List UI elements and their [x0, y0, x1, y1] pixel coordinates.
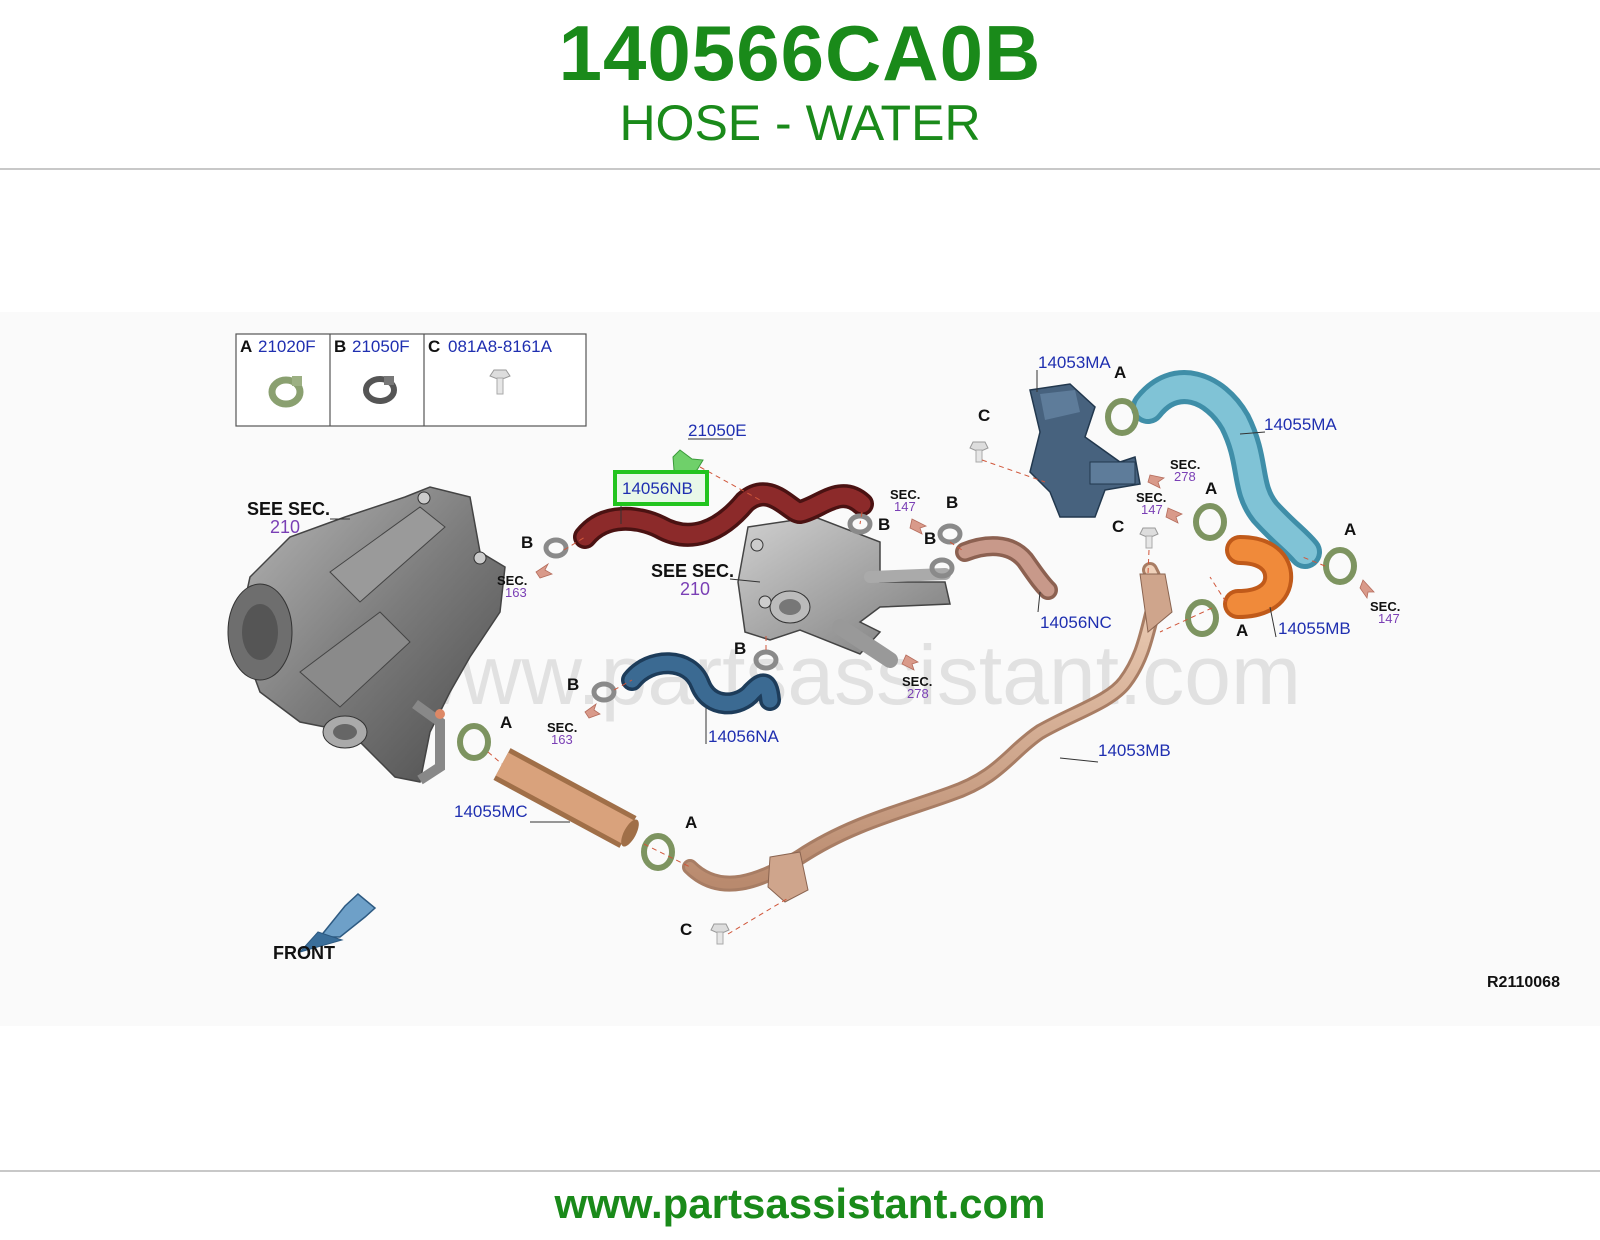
callout-21050E[interactable]: 21050E [688, 421, 747, 440]
legend-part-b: 21050F [352, 337, 410, 356]
sec-label-3: SEC. [890, 487, 920, 502]
callout-14053MA[interactable]: 14053MA [1038, 353, 1111, 372]
part-number: 140566CA0B [558, 9, 1042, 97]
leader-lines [330, 370, 1277, 823]
letter-a-2: A [1205, 479, 1217, 498]
callout-14053MB[interactable]: 14053MB [1098, 741, 1171, 760]
letter-b-2: B [878, 515, 890, 534]
see-sec-center-number[interactable]: 210 [680, 579, 710, 599]
sec-label-7: SEC. [1370, 599, 1400, 614]
header-divider [0, 168, 1600, 170]
callout-14055MC[interactable]: 14055MC [454, 802, 528, 821]
letter-a-3: A [1344, 520, 1356, 539]
sec-label-1: SEC. [497, 573, 527, 588]
page-header: 140566CA0B HOSE - WATER [0, 0, 1600, 168]
highlight-box [613, 470, 709, 506]
hose-14055MB [1223, 535, 1294, 619]
letter-b-4: B [924, 529, 936, 548]
fitting-14053MA [1029, 383, 1141, 518]
bolt-c-3 [710, 923, 730, 945]
sec-label-6: SEC. [1136, 490, 1166, 505]
hose-14055MC [493, 748, 639, 848]
footer-divider [0, 1170, 1600, 1172]
letter-b-1: B [521, 533, 533, 552]
clip-b-2 [847, 513, 873, 535]
sec-label-2: SEC. [547, 720, 577, 735]
clamp-a-3 [1323, 547, 1357, 585]
hose-14056NC [955, 536, 1058, 600]
hose-14055MA [1131, 370, 1322, 569]
clips-b [543, 513, 963, 703]
letter-c-2: C [1112, 517, 1124, 536]
clamp-a-6 [641, 833, 675, 871]
thermostat-housing [737, 516, 951, 668]
clamp-a-4 [1185, 599, 1219, 637]
bolts-c [710, 441, 1159, 945]
callout-14056NB[interactable]: 14056NB [622, 479, 693, 498]
legend-letter-a: A [240, 337, 252, 356]
legend-letter-b: B [334, 337, 346, 356]
callout-14056NA[interactable]: 14056NA [708, 727, 780, 746]
diagram-canvas: www.partsassistant.com A 21020F B 21050F… [227, 333, 1560, 991]
letter-c-3: C [680, 920, 692, 939]
callout-14056NC[interactable]: 14056NC [1040, 613, 1112, 632]
sec-number-278b[interactable]: 278 [1174, 469, 1196, 484]
clamp-a-5 [457, 723, 491, 761]
bolt-icon [489, 369, 511, 395]
front-arrow-icon [298, 893, 377, 953]
hose-14056NA [621, 652, 781, 715]
bolt-c-2 [1139, 527, 1159, 549]
letter-a-6: A [685, 813, 697, 832]
see-sec-left: SEE SEC. [247, 499, 330, 519]
sec-number-163b[interactable]: 163 [551, 732, 573, 747]
footer-website-link[interactable]: www.partsassistant.com [554, 1180, 1046, 1227]
spring-clip-icon [363, 376, 397, 404]
hose-14056NB [573, 482, 874, 549]
sec-number-147b[interactable]: 147 [1141, 502, 1163, 517]
letter-a-4: A [1236, 621, 1248, 640]
letter-c-1: C [978, 406, 990, 425]
letter-b-5: B [734, 639, 746, 658]
pipe-14053MB [682, 562, 1173, 903]
part-description: HOSE - WATER [619, 95, 981, 151]
callout-14055MA[interactable]: 14055MA [1264, 415, 1337, 434]
clamp-a-2 [1193, 503, 1227, 541]
clip-b-1 [543, 537, 569, 559]
letter-a-1: A [1114, 363, 1126, 382]
letter-b-6: B [567, 675, 579, 694]
engine-water-pump-assembly [227, 486, 506, 785]
sec-label-5: SEC. [1170, 457, 1200, 472]
hose-clamp-icon [268, 376, 304, 408]
letter-b-3: B [946, 493, 958, 512]
sec-arrows [535, 474, 1375, 719]
legend-part-a: 21020F [258, 337, 316, 356]
letter-a-5: A [500, 713, 512, 732]
front-label: FRONT [273, 943, 335, 963]
sec-number-147a[interactable]: 147 [894, 499, 916, 514]
sec-number-147c[interactable]: 147 [1378, 611, 1400, 626]
see-sec-left-number[interactable]: 210 [270, 517, 300, 537]
see-sec-center: SEE SEC. [651, 561, 734, 581]
clip-b-3 [937, 523, 963, 545]
clamps-a [457, 398, 1357, 871]
clip-b-4 [929, 557, 955, 579]
legend-part-c: 081A8-8161A [448, 337, 553, 356]
diagram-reference: R2110068 [1487, 974, 1560, 991]
clamp-a-1 [1105, 398, 1139, 436]
fastener-legend: A 21020F B 21050F C 081A8-8161A [235, 333, 587, 427]
clip-b-6 [591, 681, 617, 703]
callout-14055MB[interactable]: 14055MB [1278, 619, 1351, 638]
bolt-c-1 [969, 441, 989, 463]
sec-number-163a[interactable]: 163 [505, 585, 527, 600]
legend-letter-c: C [428, 337, 440, 356]
clip-b-5 [753, 649, 779, 671]
parts-diagram: www.partsassistant.com A 21020F B 21050F… [0, 312, 1600, 1026]
sec-number-278a[interactable]: 278 [907, 686, 929, 701]
sec-label-4: SEC. [902, 674, 932, 689]
assembly-lines [487, 459, 1326, 935]
